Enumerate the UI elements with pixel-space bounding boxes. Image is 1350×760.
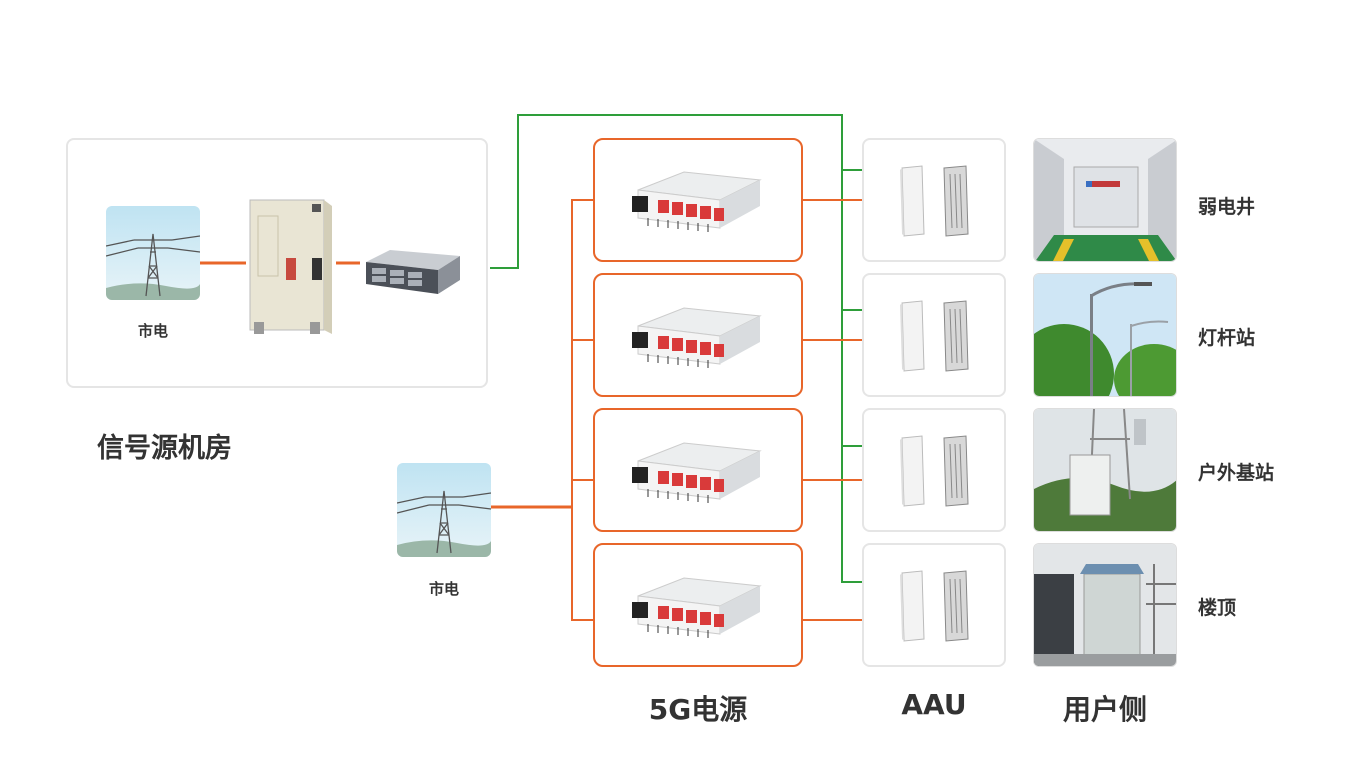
power-supply-image-1	[628, 166, 768, 234]
standalone-grid-label: 市电	[428, 580, 459, 598]
scenario-label-3: 户外基站	[1198, 462, 1275, 484]
aau-image-3	[900, 435, 969, 507]
aau-image-1	[900, 165, 969, 237]
column-title-user: 用户侧	[1062, 693, 1147, 726]
aau-box-4	[862, 543, 1006, 667]
aau-box-2	[862, 273, 1006, 397]
grid-photo-standalone	[397, 463, 491, 557]
column-title-aau: AAU	[901, 688, 967, 721]
signal-source-room-panel	[66, 138, 488, 388]
power-supply-image-2	[628, 302, 768, 370]
power-supply-image-3	[628, 437, 768, 505]
scenario-label-2: 灯杆站	[1198, 327, 1256, 349]
scenario-label-1: 弱电井	[1198, 196, 1256, 218]
grid-photo-room	[106, 206, 200, 300]
scenario-photo-rooftop	[1033, 543, 1177, 667]
scenario-photo-outdoor-base-station	[1033, 408, 1177, 532]
column-title-power: 5G电源	[648, 693, 748, 726]
signal-line	[490, 114, 862, 583]
rectifier-cabinet-image	[246, 196, 336, 338]
power-bus	[571, 199, 593, 621]
aau-box-3	[862, 408, 1006, 532]
aau-box-1	[862, 138, 1006, 262]
scenario-photo-lamp-pole	[1033, 273, 1177, 397]
signal-source-room-title: 信号源机房	[97, 433, 232, 464]
room-grid-label: 市电	[137, 322, 168, 340]
bbu-device-image	[360, 244, 464, 298]
power-supply-image-4	[628, 572, 768, 640]
aau-image-2	[900, 300, 969, 372]
scenario-photo-weak-current-shaft	[1033, 138, 1177, 262]
scenario-label-4: 楼顶	[1198, 597, 1237, 619]
aau-image-4	[900, 570, 969, 642]
